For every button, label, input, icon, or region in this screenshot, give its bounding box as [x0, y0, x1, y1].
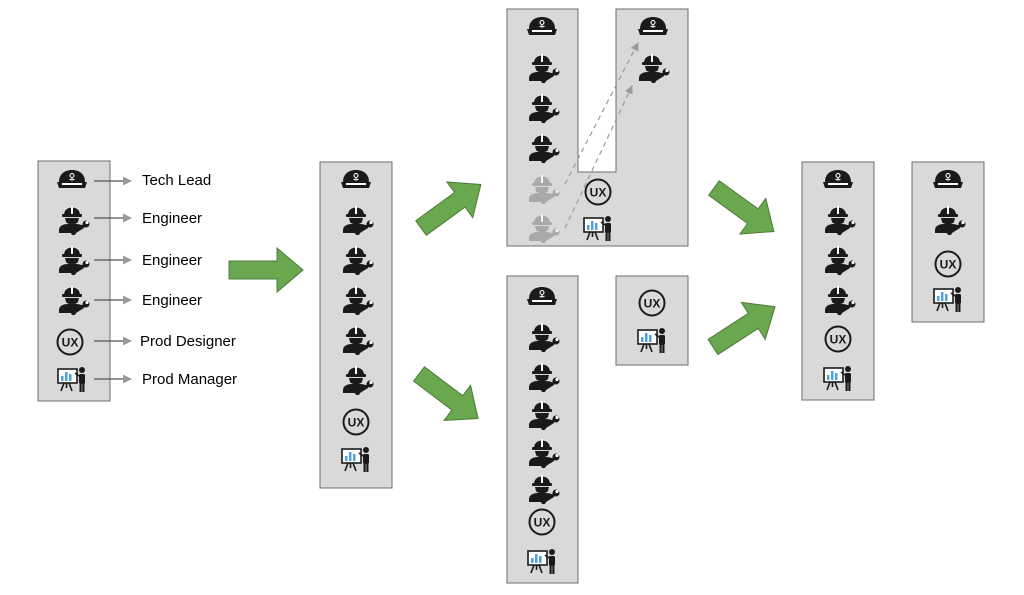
legend-label-tech-lead: Tech Lead [142, 172, 212, 189]
product-manager-icon [341, 446, 370, 473]
merge-down-arrow [708, 180, 775, 235]
legend-label-prod-manager: Prod Manager [142, 371, 238, 388]
legend-label-engineer: Engineer [142, 292, 203, 309]
product-manager-icon [583, 215, 612, 242]
split-up-arrow [415, 181, 482, 236]
product-manager-icon [933, 286, 962, 313]
split-team-top-box [506, 8, 689, 247]
merged-team-box [801, 161, 875, 401]
flow-arrows [228, 180, 776, 422]
original-team-box [37, 160, 111, 402]
product-manager-icon [57, 366, 86, 393]
split-team-bottom-box [506, 275, 579, 584]
legend-label-prod-designer: Prod Designer [140, 333, 236, 350]
merge-up-arrow [707, 301, 776, 356]
product-manager-icon [527, 548, 556, 575]
split-down-arrow [412, 366, 479, 422]
promotion-dashed-arrow [564, 85, 633, 229]
product-manager-icon [823, 365, 852, 392]
legend-label-engineer: Engineer [142, 252, 203, 269]
final-team-box [911, 161, 985, 323]
grown-team-box [319, 161, 393, 489]
grow-arrow [228, 246, 304, 294]
legend-connectors [94, 176, 132, 384]
product-manager-icon [637, 327, 666, 354]
designer-manager-box [615, 275, 689, 366]
legend-label-engineer: Engineer [142, 210, 203, 227]
